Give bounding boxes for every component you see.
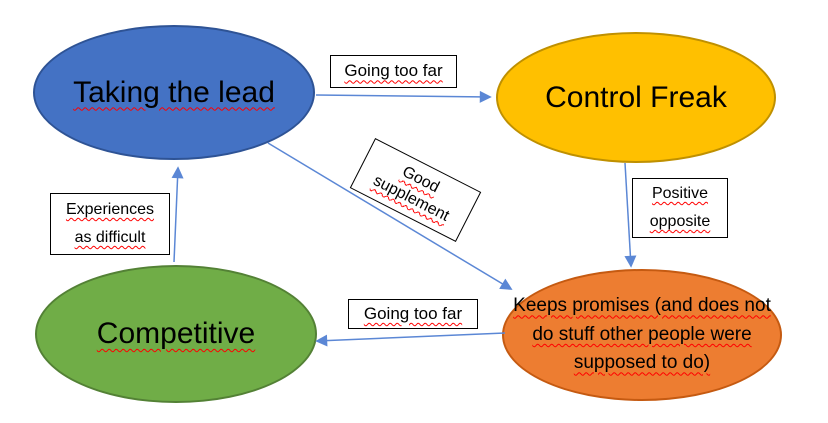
edge-label-text: Going too far: [363, 303, 463, 323]
node-label-line: Keeps promises (and does not: [513, 295, 771, 317]
node-label: Control Freak: [545, 80, 727, 114]
node-taking-the-lead[interactable]: Taking the lead: [33, 25, 315, 160]
edge-label-text: Going too far: [344, 61, 443, 81]
edge-label-going-too-far-top[interactable]: Going too far: [330, 55, 457, 88]
edge-label-line: as difficult: [74, 229, 146, 246]
node-keeps-promises[interactable]: Keeps promises (and does not do stuff ot…: [502, 269, 782, 401]
edge-label-line: Positive: [651, 185, 709, 202]
node-label: Keeps promises (and does not do stuff ot…: [506, 292, 778, 378]
edge-label-line: Experiences: [65, 201, 155, 218]
arrow-competitive-to-taking-the-lead[interactable]: [171, 166, 184, 263]
arrow-control-freak-to-keeps-promises[interactable]: [624, 162, 637, 268]
node-competitive[interactable]: Competitive: [35, 265, 317, 403]
edge-label-going-too-far-bottom[interactable]: Going too far: [348, 299, 478, 329]
node-control-freak[interactable]: Control Freak: [496, 32, 776, 163]
node-label-line: do stuff other people were: [532, 323, 752, 345]
node-label-line: supposed to do): [573, 352, 711, 374]
edge-label-experiences-as-difficult[interactable]: Experiences as difficult: [50, 193, 170, 255]
node-label: Taking the lead: [73, 75, 275, 109]
edge-label-line: opposite: [649, 213, 711, 230]
edge-label-positive-opposite[interactable]: Positive opposite: [632, 178, 728, 238]
node-label: Competitive: [96, 317, 256, 350]
arrow-taking-the-lead-to-control-freak[interactable]: [315, 90, 492, 103]
edge-label-good-supplement[interactable]: Good supplement: [349, 138, 482, 242]
arrow-keeps-promises-to-competitive[interactable]: [315, 332, 506, 347]
